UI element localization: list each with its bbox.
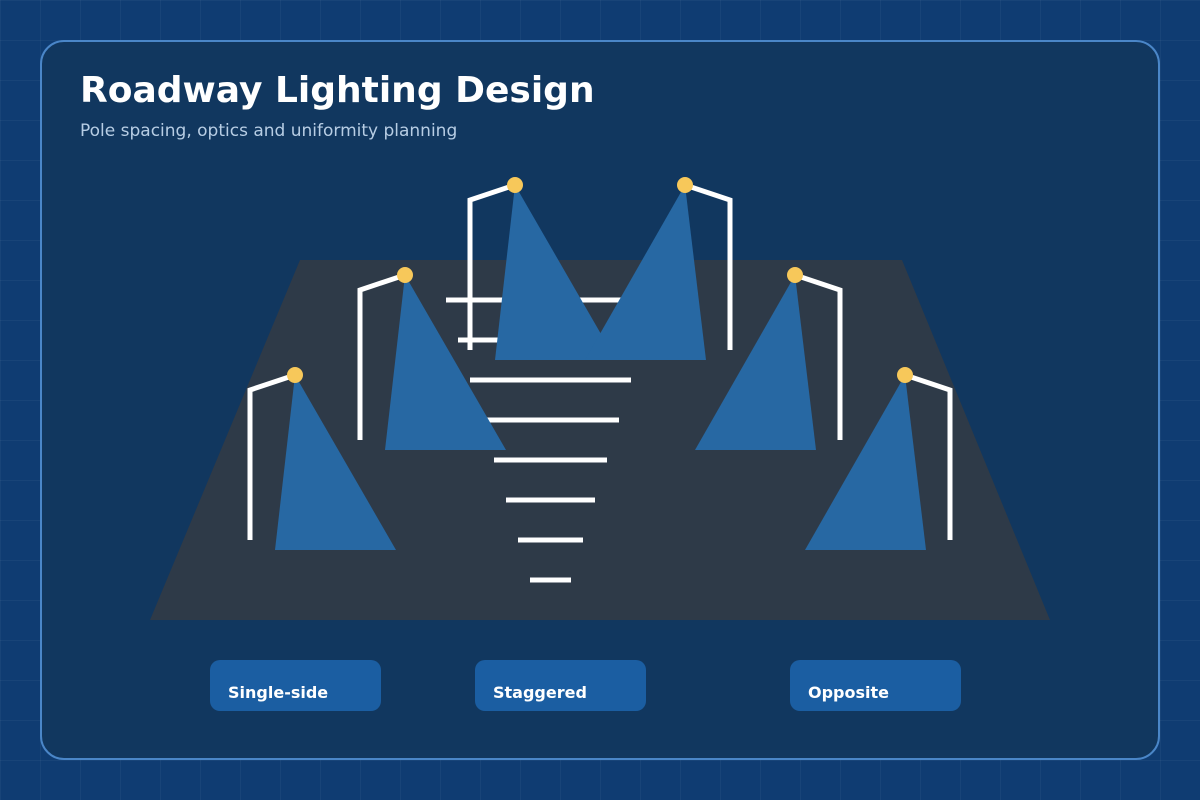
street-light-pole-icon	[794, 272, 843, 440]
lamp-head-icon	[787, 267, 803, 283]
lamp-head-icon	[287, 367, 303, 383]
lamp-heads	[287, 177, 913, 383]
lamp-head-icon	[507, 177, 523, 193]
light-poles	[247, 182, 953, 540]
light-beam	[275, 375, 396, 550]
light-beam	[385, 275, 506, 450]
lamp-head-icon	[897, 367, 913, 383]
street-light-pole-icon	[357, 272, 406, 440]
staggered-layout-button[interactable]: Staggered	[475, 660, 646, 711]
street-light-pole-icon	[684, 182, 733, 350]
page-title: Roadway Lighting Design	[80, 70, 595, 111]
opposite-layout-button[interactable]: Opposite	[790, 660, 961, 711]
street-light-pole-icon	[247, 372, 296, 540]
lamp-head-icon	[397, 267, 413, 283]
lamp-head-icon	[677, 177, 693, 193]
light-beams	[275, 185, 926, 550]
light-beam	[585, 185, 706, 360]
street-light-pole-icon	[904, 372, 953, 540]
light-beam	[695, 275, 816, 450]
page-subtitle: Pole spacing, optics and uniformity plan…	[80, 121, 458, 141]
light-beam	[805, 375, 926, 550]
single-side-layout-button[interactable]: Single-side	[210, 660, 381, 711]
light-beam	[495, 185, 616, 360]
street-light-pole-icon	[467, 182, 516, 350]
road-surface	[150, 260, 1050, 620]
